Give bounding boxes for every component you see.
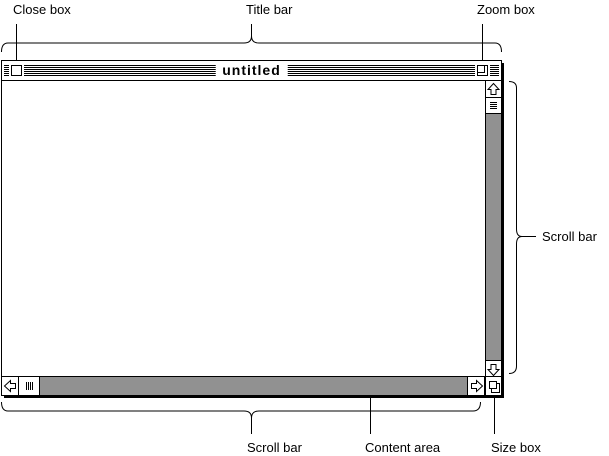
close-box-label: Close box	[13, 2, 71, 17]
scroll-bar-bottom-label: Scroll bar	[247, 440, 302, 455]
close-box[interactable]	[11, 65, 22, 76]
document-window: untitled	[1, 60, 502, 396]
size-box[interactable]	[485, 376, 501, 395]
size-box-label: Size box	[491, 440, 541, 455]
zoom-box-label: Zoom box	[477, 2, 535, 17]
window-shadow-bottom	[4, 396, 504, 398]
horizontal-scroll-bar[interactable]	[2, 376, 485, 395]
down-arrow-icon	[486, 364, 501, 377]
left-arrow-icon	[3, 379, 16, 393]
window-shadow-right	[502, 63, 504, 398]
scroll-right-button[interactable]	[467, 377, 484, 395]
right-arrow-icon	[471, 379, 484, 393]
horizontal-scroll-thumb[interactable]	[19, 377, 40, 395]
scroll-bar-right-label: Scroll bar	[542, 229, 597, 244]
window-title: untitled	[215, 62, 288, 79]
content-area-label: Content area	[365, 440, 441, 455]
title-bar[interactable]: untitled	[2, 61, 501, 81]
title-bar-label: Title bar	[246, 2, 293, 17]
zoom-box[interactable]	[477, 65, 488, 76]
scroll-up-button[interactable]	[486, 81, 501, 98]
up-arrow-icon	[486, 82, 501, 95]
content-area[interactable]	[2, 81, 485, 376]
scroll-left-button[interactable]	[2, 377, 19, 395]
vertical-scroll-thumb[interactable]	[486, 98, 501, 114]
scroll-down-button[interactable]	[486, 360, 501, 377]
vertical-scroll-bar[interactable]	[485, 80, 501, 377]
